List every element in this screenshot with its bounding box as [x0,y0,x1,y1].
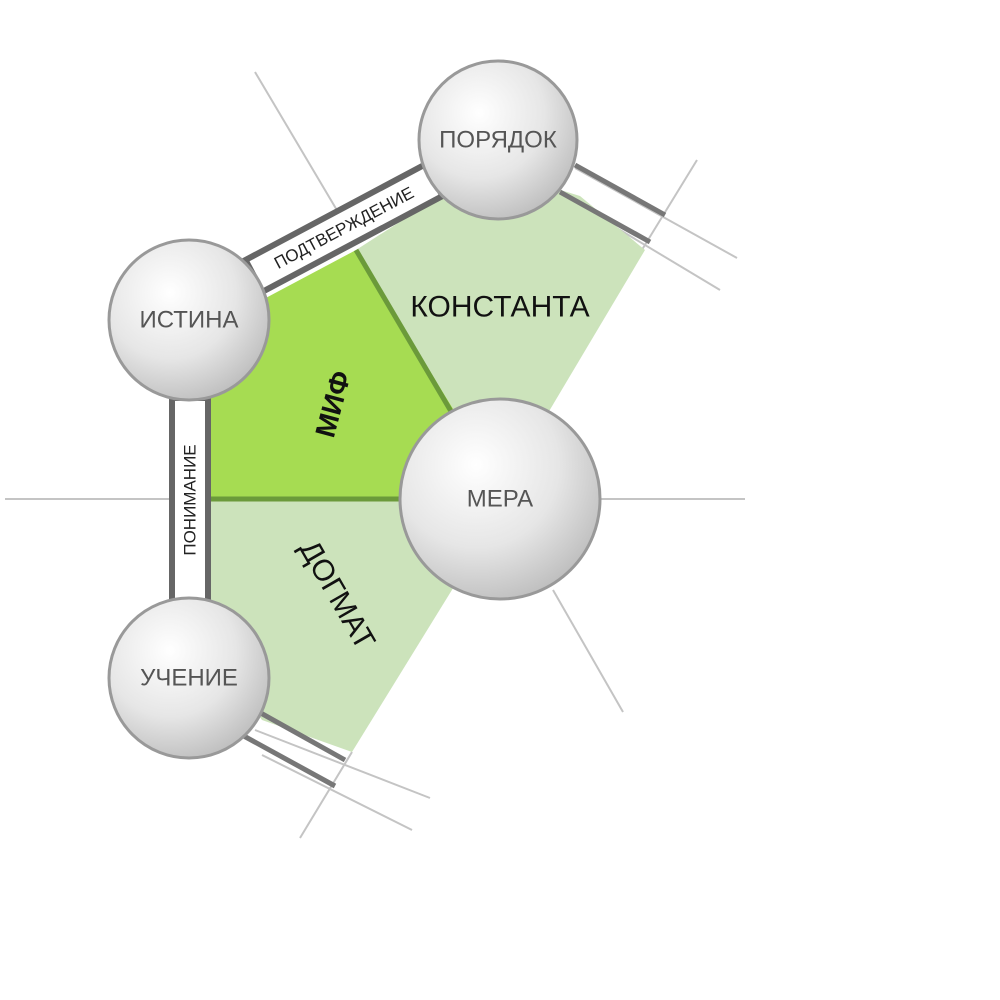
regions [210,175,645,752]
link-ponimanie: ПОНИМАНИЕ [169,395,211,605]
rail-line [558,189,652,245]
guide-line [254,71,339,213]
node-label-istina: ИСТИНА [139,307,238,334]
guide-line [639,159,698,254]
node-uchenie: УЧЕНИЕ [107,596,271,760]
node-label-uchenie: УЧЕНИЕ [140,665,238,692]
guide-line [299,751,353,839]
guide-line [574,167,738,259]
region-dogmat [210,499,455,752]
region-label-konstanta: КОНСТАНТА [410,291,589,324]
rails [240,162,667,789]
rail-line [240,732,337,789]
region-konstanta [356,175,645,418]
node-label-poryadok: ПОРЯДОК [439,127,557,154]
rail-line [573,162,667,218]
rail-line [248,704,347,763]
node-label-mera: МЕРА [467,486,533,513]
node-istina: ИСТИНА [107,238,271,402]
node-mera: МЕРА [398,397,602,601]
guide-line [254,729,431,799]
link-label-ponimanie: ПОНИМАНИЕ [181,444,200,555]
guide-line [261,754,413,831]
node-poryadok: ПОРЯДОК [417,59,579,221]
region-border [353,248,455,415]
guide-line [552,589,624,713]
